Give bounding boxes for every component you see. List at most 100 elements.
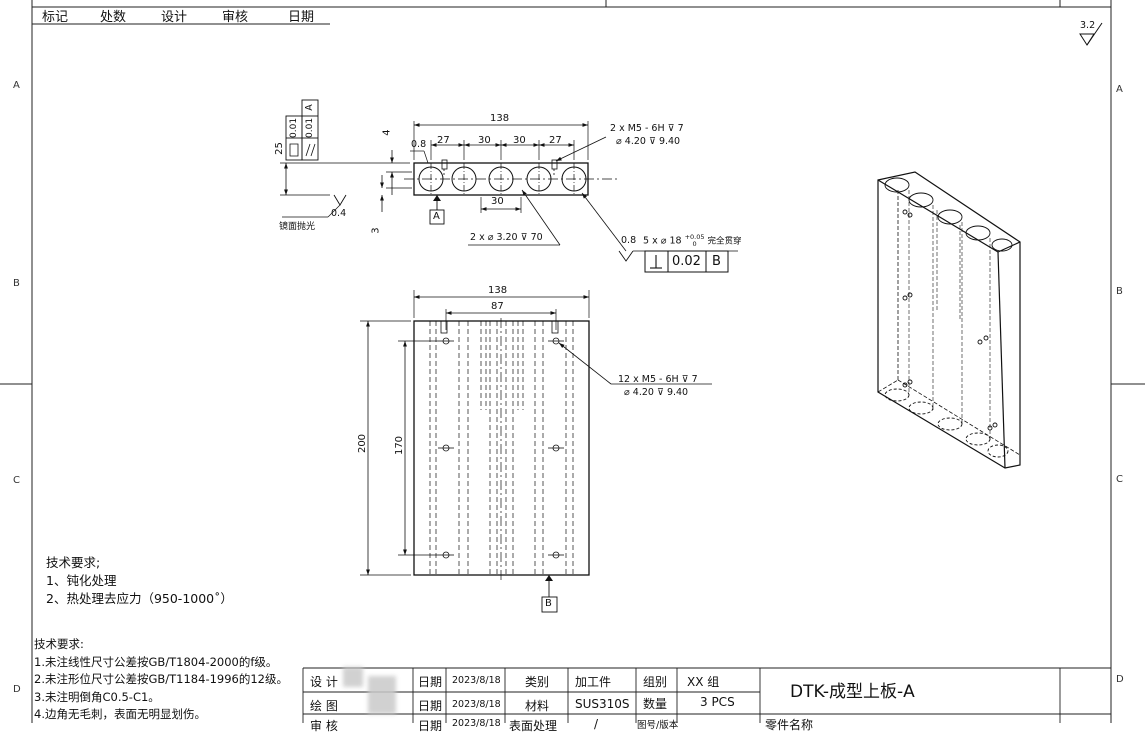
fcf-datum-a: A	[303, 104, 315, 111]
thread-callout-top-drill: 4.20	[632, 387, 654, 398]
header-col-date: 日期	[288, 10, 315, 25]
tech-requirements-general: 技术要求: 1.未注线性尺寸公差按GB/T1804-2000的f级。 2.未注形…	[34, 636, 288, 724]
hole-callout-front: 2 x ⌀ 3.20 ⊽ 70	[470, 232, 543, 243]
header-col-count: 处数	[100, 10, 127, 25]
tech-req-process-item-2: 2、热处理去应力（950-1000˚）	[46, 591, 233, 606]
tb-category-label: 类别	[525, 675, 550, 689]
tech-requirements-process: 技术要求; 1、钝化处理 2、热处理去应力（950-1000˚）	[46, 554, 233, 608]
bore-tol-upper: +0.05	[684, 233, 705, 241]
bore-callout-count: 5 x	[643, 235, 658, 247]
header-col-mark: 标记	[42, 10, 69, 25]
dim-87: 87	[491, 301, 504, 312]
zone-right-d: D	[1116, 674, 1124, 685]
roughness-symbol	[1079, 22, 1103, 46]
fcf-flatness-value: 0.01	[289, 117, 299, 138]
dim-27-right: 27	[549, 135, 562, 146]
thread-callout-front-depth: 7	[677, 123, 684, 134]
thread-callout-front-drill: 4.20	[624, 136, 646, 147]
front-view	[280, 99, 738, 273]
iso-thread-marks	[902, 209, 998, 431]
tech-req-general-item-1: 1.未注线性尺寸公差按GB/T1804-2000的f级。	[34, 654, 278, 669]
tb-surface-value: /	[594, 717, 599, 731]
thread-callout-top-drill-depth: 9.40	[666, 387, 689, 398]
zone-right-c: C	[1116, 474, 1123, 485]
zone-left-c: C	[13, 475, 20, 486]
hole-callout-depth: 70	[530, 232, 543, 243]
bore-roughness: 0.8	[621, 235, 637, 246]
tech-req-general-item-3: 3.未注明倒角C0.5-C1。	[34, 689, 160, 704]
tb-material-label: 材料	[525, 699, 550, 713]
bore-callout-dia: 18	[669, 235, 682, 247]
polish-note: 镜面抛光	[279, 222, 316, 232]
iso-bores	[884, 177, 1013, 458]
hole-callout-dia: 3.20	[496, 232, 518, 243]
tech-req-process-item-1: 1、钝化处理	[46, 573, 117, 588]
perp-tolerance: 0.02	[672, 254, 701, 269]
top-view	[360, 290, 712, 613]
perp-datum: B	[712, 254, 721, 269]
datum-a-label: A	[433, 211, 440, 222]
isometric-view	[877, 171, 1021, 469]
roughness-0-4: 0.4	[331, 208, 347, 219]
dim-0-8: 0.8	[411, 139, 427, 150]
tb-design-label: 设 计	[310, 675, 338, 689]
tb-group-value: XX 组	[687, 675, 720, 689]
dim-30-left: 30	[478, 135, 491, 146]
thread-callout-top-depth: 7	[691, 374, 698, 385]
dim-30-bottom: 30	[491, 196, 504, 207]
bore-through-note: 完全贯穿	[707, 236, 742, 247]
tb-surface-label: 表面处理	[509, 719, 558, 733]
tb-date-label-3: 日期	[418, 719, 443, 733]
drafter-signature-redacted	[368, 676, 396, 714]
dim-27-left: 27	[437, 135, 450, 146]
zone-left-a: A	[13, 80, 20, 91]
title-block	[302, 667, 1111, 723]
tech-req-process-title: 技术要求;	[46, 555, 101, 570]
datum-b-label: B	[545, 598, 552, 609]
zone-right-a: A	[1116, 84, 1123, 95]
tb-date-2: 2023/8/18	[452, 699, 501, 710]
zone-right-b: B	[1116, 286, 1123, 297]
tb-draw-label: 绘 图	[310, 699, 338, 713]
thread-callout-front-drill-depth: 9.40	[658, 136, 681, 147]
drawing-title: DTK-成型上板-A	[790, 682, 915, 702]
header-col-review: 审核	[222, 10, 249, 25]
dim-3: 3	[370, 227, 382, 234]
dim-138-front: 138	[490, 113, 510, 124]
tech-req-general-item-4: 4.边角无毛刺，表面无明显划伤。	[34, 707, 206, 721]
header-col-design: 设计	[161, 10, 188, 25]
zone-left-b: B	[13, 278, 20, 289]
tb-qty-label: 数量	[643, 697, 668, 711]
tb-material-value: SUS310S	[575, 697, 630, 711]
fcf-parallel-value: 0.01	[305, 117, 315, 138]
dim-138-top: 138	[488, 285, 508, 296]
tb-part-label: 图号/版本	[637, 720, 679, 731]
thread-hole-marks	[441, 159, 558, 177]
bore-tol-lower: 0	[692, 240, 697, 248]
tb-date-3: 2023/8/18	[452, 718, 501, 729]
tb-qty-value: 3 PCS	[700, 695, 735, 709]
dim-30-right: 30	[513, 135, 526, 146]
zone-left-d: D	[13, 684, 21, 695]
tb-date-label-1: 日期	[418, 675, 443, 689]
fcf-vertical	[285, 99, 319, 161]
tb-part-name-label: 零件名称	[765, 718, 814, 732]
thread-callout-front: 2 x M5 - 6H ⊽ 7 ⌀ 4.20 ⊽ 9.40	[610, 123, 684, 147]
dim-200: 200	[357, 433, 369, 454]
designer-signature-redacted	[343, 667, 363, 687]
tb-date-label-2: 日期	[418, 699, 443, 713]
thread-callout-front-spec: 2 x M5 - 6H	[610, 123, 665, 134]
tb-group-label: 组别	[643, 675, 668, 689]
tb-category-value: 加工件	[575, 675, 612, 689]
top-thread-holes	[438, 320, 564, 559]
hole-callout-count: 2 x	[470, 232, 485, 243]
dim-170: 170	[394, 435, 406, 456]
tech-req-general-item-2: 2.未注形位尺寸公差按GB/T1184-1996的12级。	[34, 672, 288, 686]
top-view-outline	[413, 320, 590, 576]
thread-callout-top: 12 x M5 - 6H ⊽ 7 ⌀ 4.20 ⊽ 9.40	[618, 374, 698, 398]
dim-4: 4	[381, 129, 393, 136]
tb-review-label: 审 核	[310, 719, 338, 733]
tech-req-general-title: 技术要求:	[34, 637, 84, 651]
